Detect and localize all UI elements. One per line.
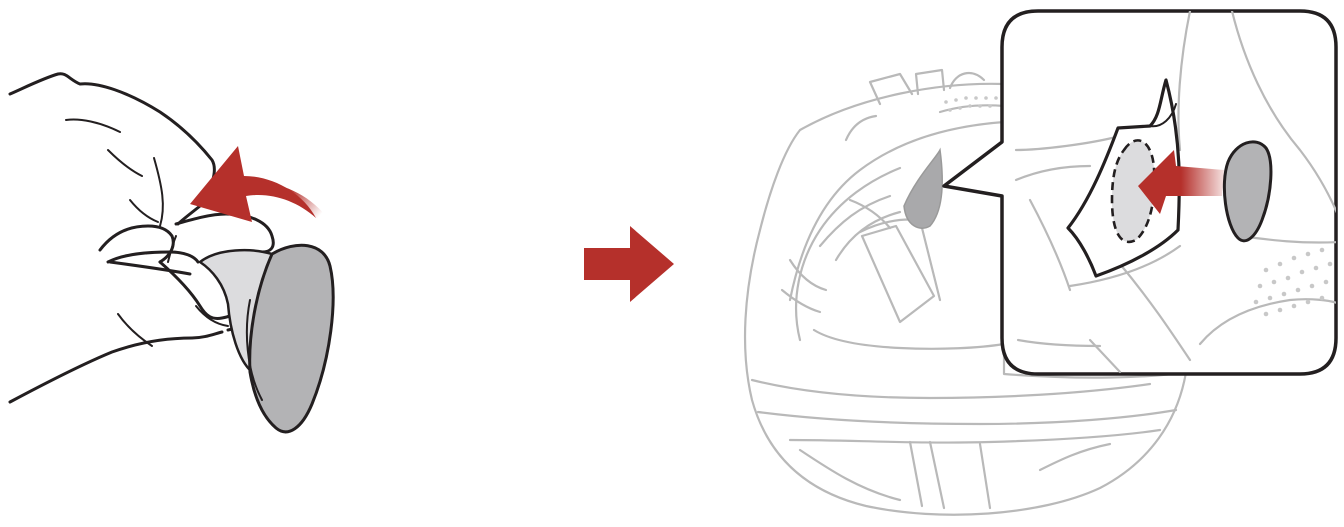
- adhesive-pad-peeling: [200, 245, 333, 432]
- hand-outline: [10, 74, 214, 224]
- zoom-callout: [944, 11, 1340, 374]
- next-step-arrow-icon: [584, 226, 674, 302]
- hand-peeling-pad: [10, 74, 273, 402]
